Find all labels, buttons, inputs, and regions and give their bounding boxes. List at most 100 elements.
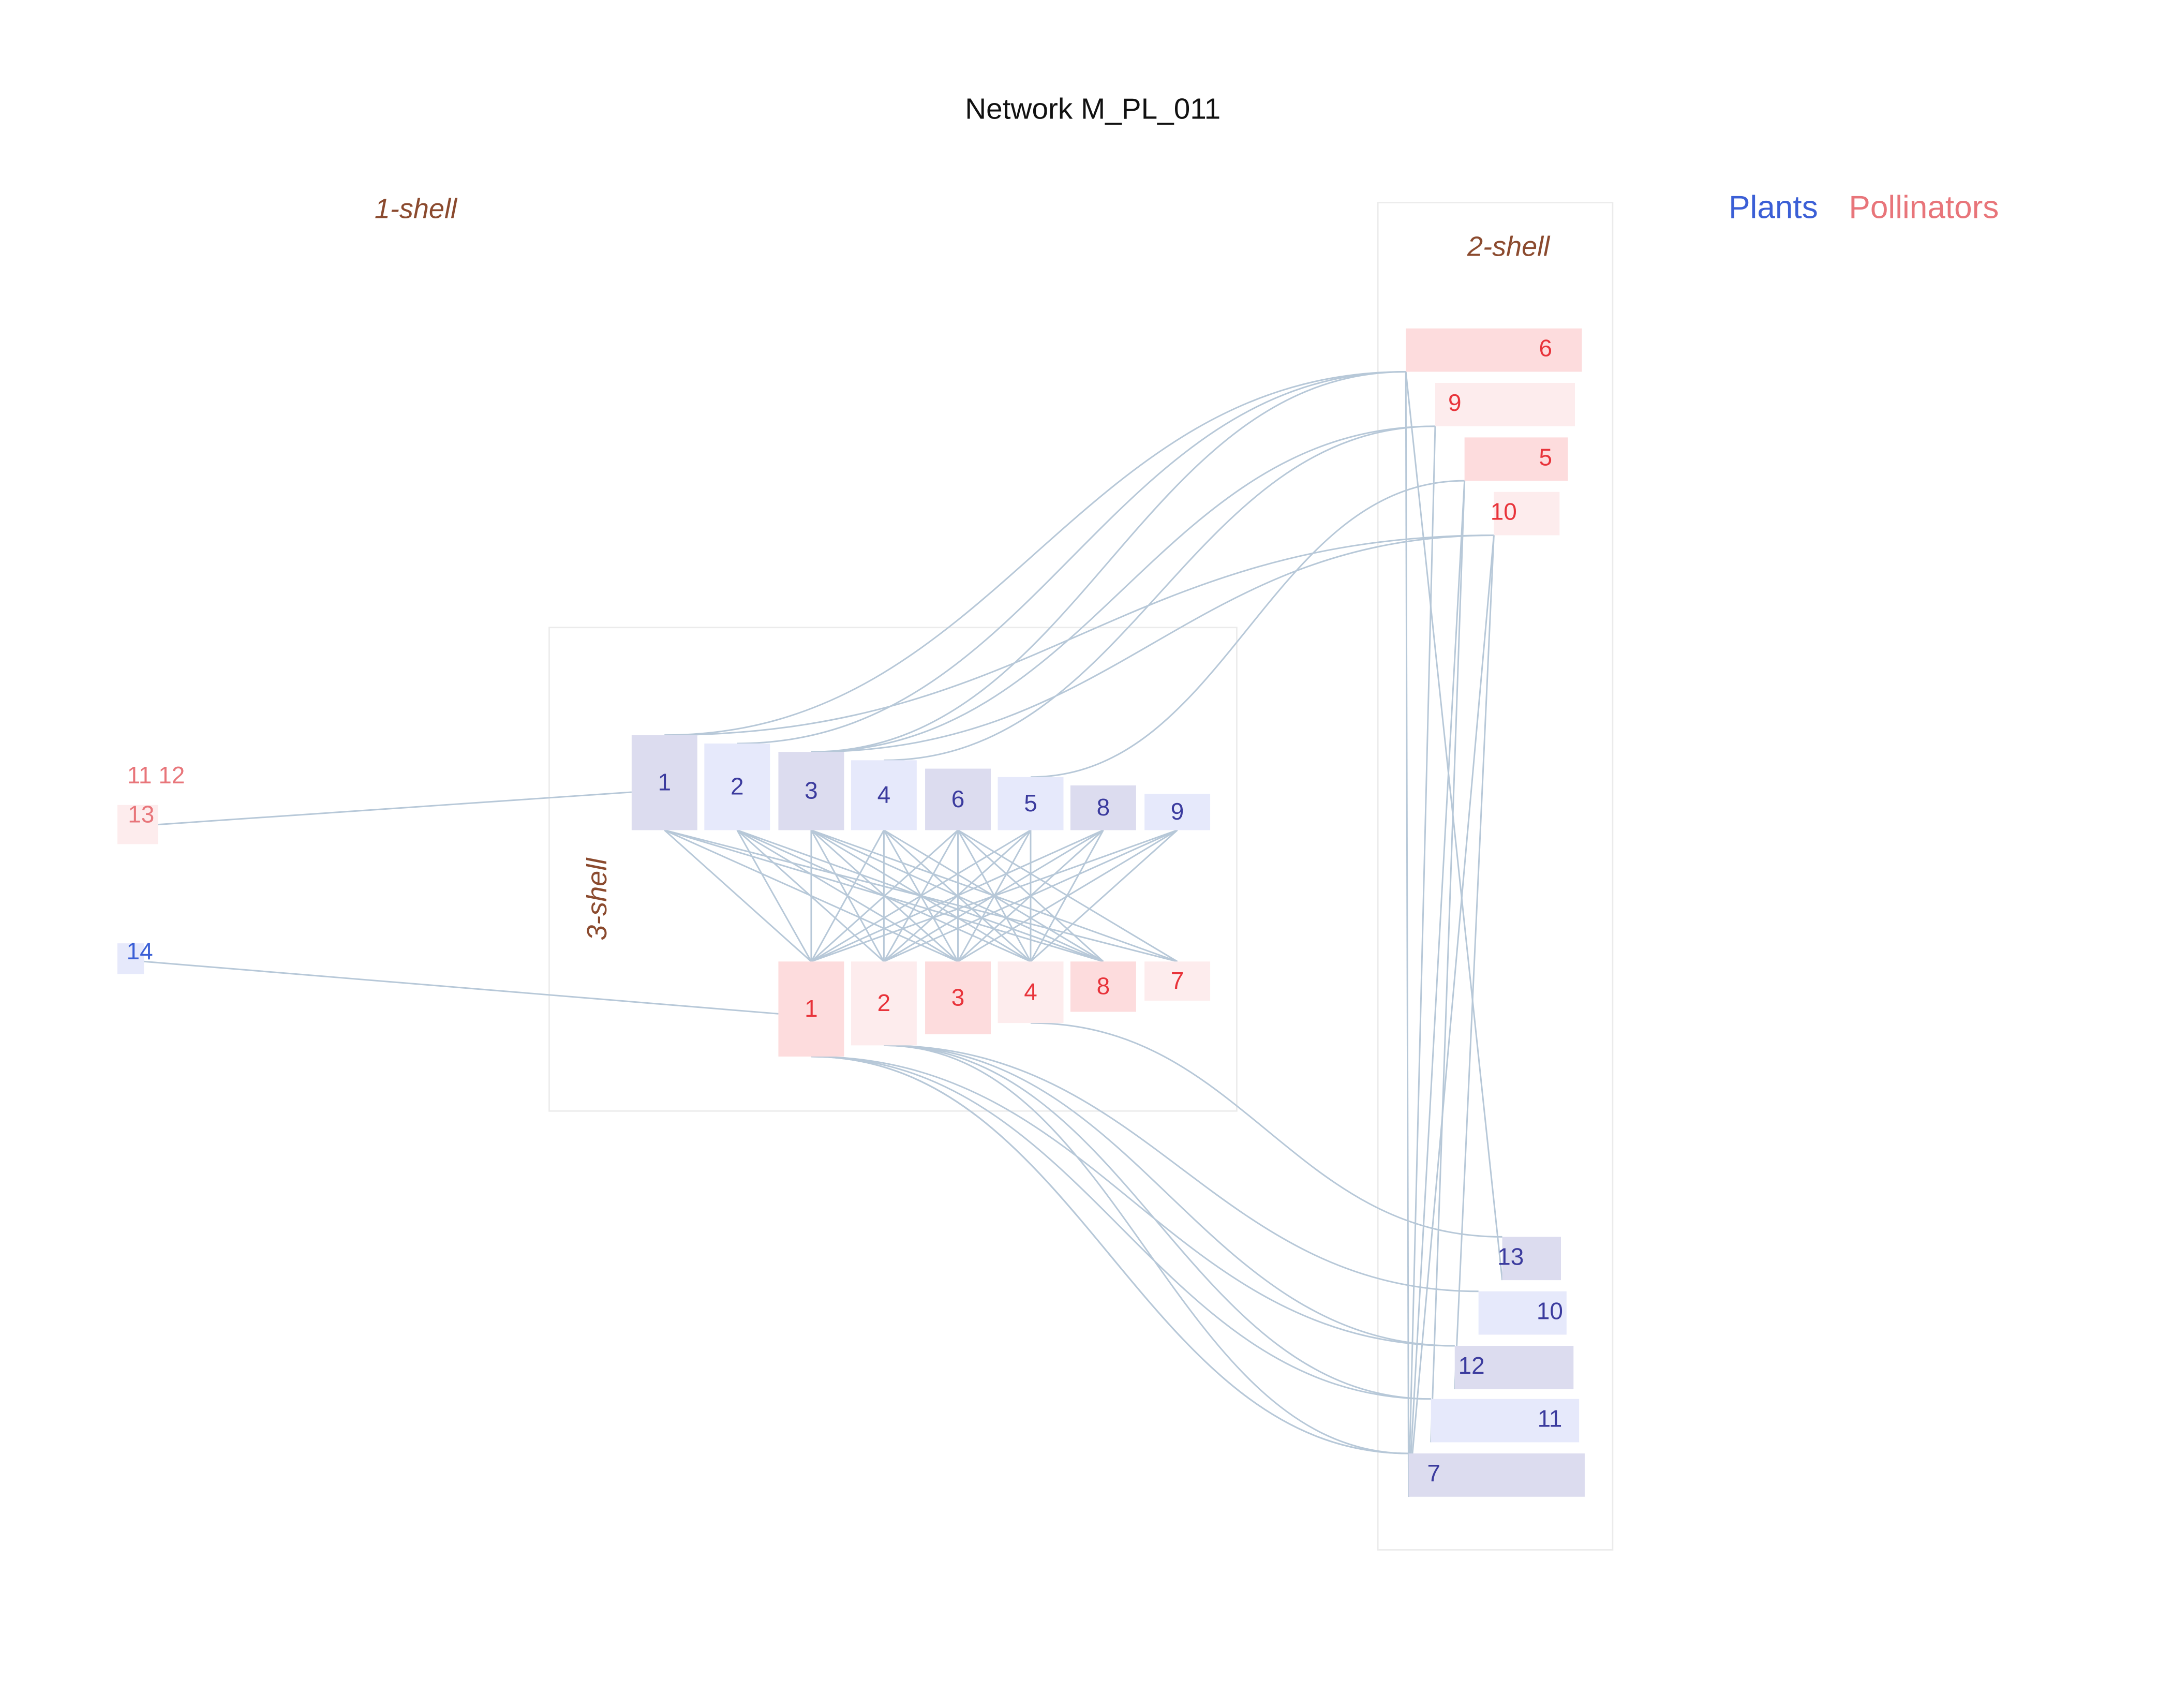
pollinator-node-shell3-1: 1 <box>778 961 844 1057</box>
pollinator-node-shell3-7: 7 <box>1144 961 1211 1001</box>
link-42 <box>884 425 1435 761</box>
link-36 <box>957 829 1178 962</box>
link-40 <box>811 370 1406 753</box>
pollinator-node-shell1-13-label: 13 <box>128 801 154 828</box>
plant-node-shell2-11-label: 11 <box>1538 1405 1562 1432</box>
pollinator-node-shell3-8-label: 8 <box>1097 973 1110 1000</box>
plant-node-shell2-7: 7 <box>1408 1453 1585 1497</box>
link-43 <box>1030 480 1465 778</box>
link-60 <box>1408 535 1495 1497</box>
pollinator-labels-shell1: 11 12 <box>127 762 185 789</box>
pollinator-node-shell2-5-box <box>1464 437 1568 481</box>
pollinator-node-shell3-3-label: 3 <box>951 984 965 1011</box>
pollinator-node-shell3-1-box <box>778 961 844 1057</box>
link-20 <box>810 829 959 962</box>
pollinator-node-shell3-4-box <box>998 961 1064 1023</box>
pollinator-node-shell3-4-label: 4 <box>1024 978 1037 1005</box>
link-57 <box>1430 481 1466 1443</box>
shell-1-label: 1-shell <box>375 193 458 224</box>
plant-node-shell2-10-box <box>1478 1291 1567 1335</box>
plant-node-shell2-12-box <box>1454 1346 1574 1389</box>
plant-node-shell2-13-label: 13 <box>1497 1243 1524 1270</box>
link-50 <box>884 1044 1455 1347</box>
plant-node-shell3-8: 8 <box>1070 785 1136 830</box>
link-45 <box>664 534 1494 736</box>
plant-node-shell2-11: 11 <box>1431 1399 1580 1443</box>
pollinator-node-shell2-9: 9 <box>1435 383 1575 426</box>
plant-node-shell2-12: 12 <box>1454 1346 1574 1389</box>
plant-node-shell3-4-label: 4 <box>877 781 891 808</box>
pollinator-node-shell2-6-label: 6 <box>1539 335 1553 362</box>
pollinator-node-shell1-13-box <box>117 805 158 844</box>
link-15 <box>810 829 885 962</box>
plant-node-shell3-3: 3 <box>778 752 844 830</box>
pollinator-node-shell3-2-label: 2 <box>877 989 891 1016</box>
plant-node-shell1-14-box <box>117 943 144 974</box>
plant-node-shell3-6-box <box>925 768 991 830</box>
pollinator-node-shell2-5: 5 <box>1464 437 1568 481</box>
plant-node-shell2-10: 10 <box>1478 1291 1567 1335</box>
pollinator-node-shell2-9-box <box>1435 383 1575 426</box>
link-59 <box>1454 535 1495 1389</box>
plant-node-shell3-2: 2 <box>704 743 770 830</box>
link-layer <box>144 370 1504 1497</box>
pollinator-node-shell1-13: 13 <box>117 801 158 844</box>
plant-node-shell1-14: 14 <box>117 938 153 974</box>
link-26 <box>811 829 1031 962</box>
link-61 <box>1408 426 1436 1497</box>
plant-node-shell3-2-box <box>704 743 770 830</box>
pollinator-node-shell2-5-label: 5 <box>1539 443 1553 470</box>
plant-node-shell3-8-box <box>1070 785 1136 830</box>
plant-node-shell2-7-box <box>1408 1453 1585 1497</box>
link-39 <box>737 370 1406 745</box>
legend-plants: Plants <box>1729 189 1818 225</box>
pollinator-node-shell3-2-box <box>851 961 917 1046</box>
plant-node-shell2-12-label: 12 <box>1458 1352 1485 1379</box>
plant-node-shell2-7-label: 7 <box>1427 1460 1440 1487</box>
pollinator-node-shell3-4: 4 <box>998 961 1064 1023</box>
plant-node-shell3-9-label: 9 <box>1171 798 1184 825</box>
shell-2-label: 2-shell <box>1467 231 1551 262</box>
plant-node-shell3-5-box <box>998 777 1064 830</box>
link-shell1-plant-14 <box>144 960 779 1015</box>
plant-node-shell3-9-box <box>1144 794 1211 830</box>
shell-3-frame <box>548 627 1238 1112</box>
pollinator-node-shell3-3: 3 <box>925 961 991 1034</box>
plant-node-shell3-5-label: 5 <box>1024 790 1037 816</box>
legend-pollinators: Pollinators <box>1849 189 1999 225</box>
pollinator-node-shell2-6-box <box>1406 328 1582 372</box>
plant-node-shell3-4-box <box>851 760 917 830</box>
plant-node-shell1-14-label: 14 <box>127 938 153 964</box>
plant-node-shell2-11-box <box>1431 1399 1580 1443</box>
shell-2-frame <box>1377 202 1614 1551</box>
link-51 <box>884 1044 1431 1400</box>
link-shell1-pollinator-13 <box>158 791 632 826</box>
link-58 <box>1408 481 1466 1497</box>
pollinator-node-shell3-1-label: 1 <box>805 995 818 1022</box>
plant-node-shell3-8-label: 8 <box>1097 794 1110 821</box>
plant-node-shell3-1-label: 1 <box>658 768 672 795</box>
plant-node-shell2-13: 13 <box>1497 1237 1561 1281</box>
plant-node-shell3-1: 1 <box>631 735 697 830</box>
plant-node-shell3-3-label: 3 <box>805 777 818 804</box>
pollinator-node-shell3-2: 2 <box>851 961 917 1046</box>
plant-node-shell3-1-box <box>631 735 697 830</box>
plant-node-shell2-13-box <box>1502 1237 1561 1281</box>
link-30 <box>811 829 1104 962</box>
pollinator-node-shell3-7-label: 7 <box>1171 967 1184 994</box>
link-52 <box>884 1044 1409 1454</box>
pollinator-node-shell3-7-box <box>1144 961 1211 1001</box>
pollinator-node-shell3-8: 8 <box>1070 961 1136 1012</box>
shell-3-label: 3-shell <box>582 857 613 941</box>
plant-node-shell3-4: 4 <box>851 760 917 830</box>
link-44 <box>811 534 1494 753</box>
link-4 <box>736 829 812 962</box>
link-41 <box>811 425 1435 753</box>
link-47 <box>811 1056 1431 1400</box>
plant-node-shell3-6-label: 6 <box>951 785 965 812</box>
plant-node-shell3-5: 5 <box>998 777 1064 830</box>
pollinator-node-shell2-10: 10 <box>1491 492 1560 536</box>
